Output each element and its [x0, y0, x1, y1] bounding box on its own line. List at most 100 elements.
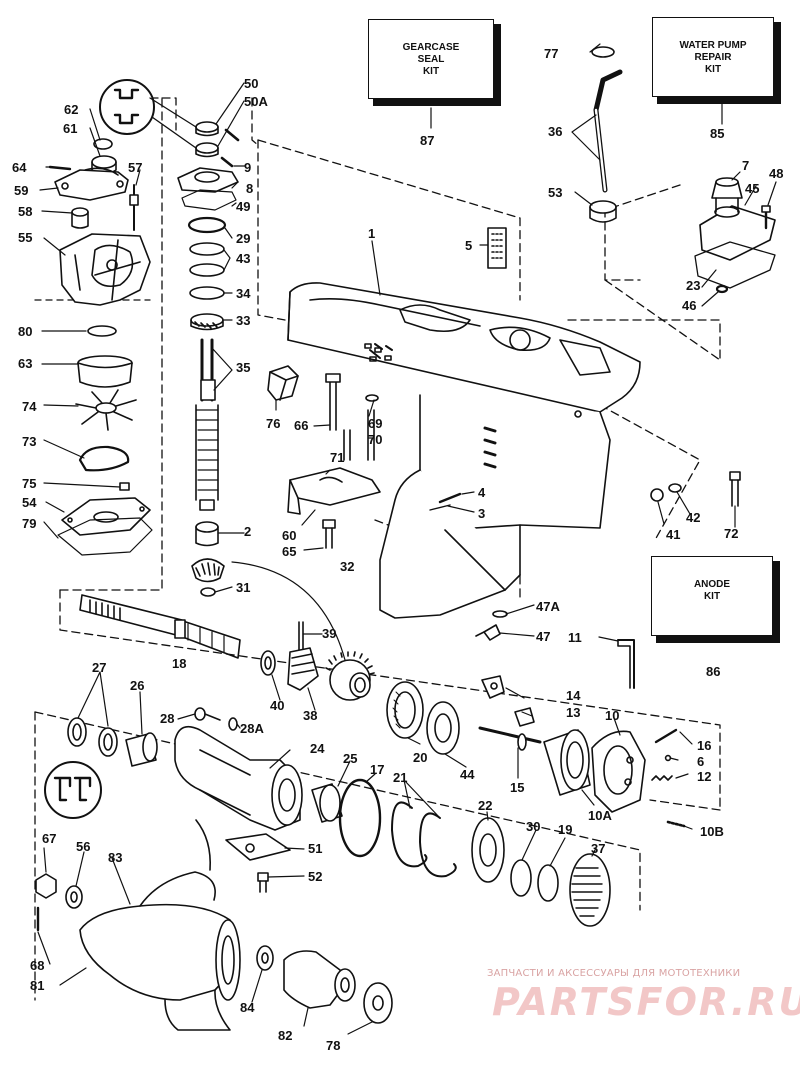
washer-30 [510, 859, 532, 897]
washer-78 [363, 982, 393, 1024]
nut-31 [200, 587, 216, 597]
plug-41 [650, 488, 664, 502]
callout-55: 55 [18, 230, 32, 245]
callout-10b: 10B [700, 824, 724, 839]
washer-69 [365, 394, 379, 402]
callout-14: 14 [566, 688, 581, 703]
spring-40 [260, 650, 276, 676]
hub-82 [283, 950, 356, 1009]
callout-80: 80 [18, 324, 32, 339]
callout-19: 19 [558, 822, 572, 837]
o-ring-62 [93, 138, 113, 150]
washer-43a [189, 242, 225, 256]
callout-28: 28 [160, 711, 174, 726]
prop-nut-67 [35, 873, 57, 899]
washer-56 [65, 885, 83, 909]
callout-32: 32 [340, 559, 354, 574]
water-pump-kit-box: WATER PUMP REPAIR KIT [652, 17, 781, 104]
washer-28a [228, 717, 238, 731]
callout-5: 5 [465, 238, 472, 253]
plate-54 [61, 497, 151, 536]
callout-labels: 1 2 3 4 5 6 7 8 9 10 10A 10B 11 12 13 14… [12, 46, 783, 1053]
key-75 [119, 482, 130, 491]
plunger-15 [478, 726, 542, 751]
bearing-25 [311, 783, 343, 823]
thrust-bearing-20 [386, 681, 424, 739]
callout-62: 62 [64, 102, 78, 117]
callout-57: 57 [128, 160, 142, 175]
seal-53 [589, 200, 617, 223]
anode-kit-label: ANODE KIT [651, 556, 773, 636]
screw-52 [257, 872, 269, 893]
callout-82: 82 [278, 1028, 292, 1043]
bearing-33 [190, 313, 224, 331]
pump-housing-55 [59, 233, 151, 306]
anode-kit-box: ANODE KIT [651, 556, 780, 643]
callout-69: 69 [368, 416, 382, 431]
callout-45: 45 [745, 181, 759, 196]
callout-70: 70 [368, 432, 382, 447]
seal-50a [195, 142, 219, 158]
callout-20: 20 [413, 750, 427, 765]
screw-28 [194, 707, 221, 721]
callout-76: 76 [266, 416, 280, 431]
callout-63: 63 [18, 356, 32, 371]
callout-59: 59 [14, 183, 28, 198]
callout-4: 4 [478, 485, 486, 500]
callout-43: 43 [236, 251, 250, 266]
callout-51: 51 [308, 841, 322, 856]
callout-53: 53 [548, 185, 562, 200]
callout-24: 24 [310, 741, 325, 756]
gearcase-housing [287, 282, 641, 619]
screw-4 [438, 492, 462, 504]
callout-65: 65 [282, 544, 296, 559]
callout-11: 11 [568, 630, 582, 645]
impeller-housing-63 [77, 355, 133, 388]
bushing-58 [71, 207, 89, 229]
callout-1: 1 [368, 226, 375, 241]
ring-21a [391, 801, 428, 868]
callout-54: 54 [22, 495, 37, 510]
callout-23: 23 [686, 278, 700, 293]
callout-50: 50 [244, 76, 258, 91]
screw-57 [129, 184, 139, 231]
callout-87: 87 [420, 133, 434, 148]
liner-7 [711, 177, 743, 199]
clutch-dog-38 [287, 647, 319, 691]
callout-84: 84 [240, 1000, 255, 1015]
callout-18: 18 [172, 656, 186, 671]
pinion-gear [191, 558, 225, 583]
callout-67: 67 [42, 831, 56, 846]
watermark-tagline: ЗАПЧАСТИ И АКСЕССУАРЫ ДЛЯ МОТОТЕХНИКИ [487, 968, 741, 979]
callout-48: 48 [769, 166, 783, 181]
leader-lines [37, 43, 777, 1035]
callout-10: 10 [605, 708, 619, 723]
callout-16: 16 [697, 738, 711, 753]
seal-detail-inset-2 [44, 761, 102, 819]
plate-51 [225, 833, 291, 861]
o-ring-46 [715, 284, 729, 294]
dashed-group-lines [34, 97, 721, 1001]
callout-58: 58 [18, 204, 32, 219]
callout-50a: 50A [244, 94, 268, 109]
anode-screw-47 [475, 624, 501, 641]
callout-38: 38 [303, 708, 317, 723]
callout-29: 29 [236, 231, 250, 246]
callout-35: 35 [236, 360, 250, 375]
callout-6: 6 [697, 754, 704, 769]
o-ring-29 [187, 216, 227, 234]
callout-64: 64 [12, 160, 27, 175]
callout-66: 66 [294, 418, 308, 433]
callout-74: 74 [22, 399, 37, 414]
callout-37: 37 [591, 841, 605, 856]
callout-47: 47 [536, 629, 550, 644]
plate-23 [694, 241, 776, 289]
o-ring-17 [338, 778, 382, 858]
kit-text: GEARCASE [402, 42, 460, 53]
kit-text: ANODE [693, 579, 731, 590]
screw-65 [322, 519, 336, 549]
shifter-14 [481, 675, 505, 699]
callout-41: 41 [666, 527, 680, 542]
callout-52: 52 [308, 869, 322, 884]
callout-60: 60 [282, 528, 296, 543]
